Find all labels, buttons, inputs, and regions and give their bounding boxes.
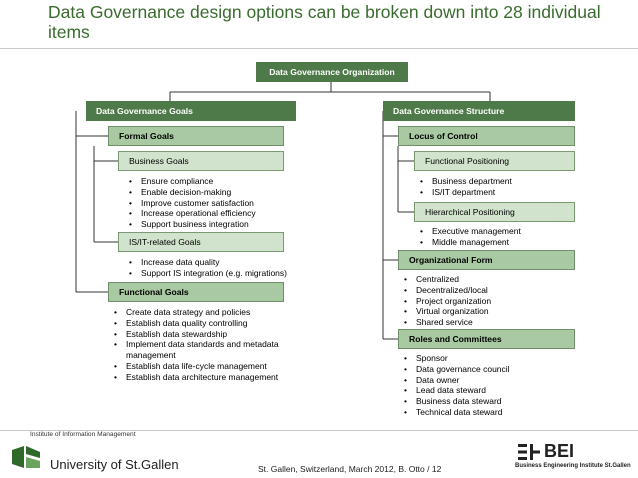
list-item: Virtual organization [402,306,572,317]
functional-goals-node: Functional Goals [108,282,284,302]
slide-credit: St. Gallen, Switzerland, March 2012, B. … [258,464,442,474]
business-goals-list: Ensure compliance Enable decision-making… [127,176,297,230]
list-item: Establish data life-cycle management [112,361,287,372]
structure-header: Data Governance Structure [383,101,575,121]
functional-positioning-node: Functional Positioning [414,151,575,171]
list-item: Establish data quality controlling [112,318,287,329]
list-item: Support IS integration (e.g. migrations) [127,268,307,279]
list-item: Enable decision-making [127,187,297,198]
list-item: Create data strategy and policies [112,307,287,318]
hierarchical-positioning-node: Hierarchical Positioning [414,202,575,222]
root-node: Data Governance Organization [256,62,408,82]
list-item: Establish data stewardship [112,329,287,340]
list-item: Business data steward [402,396,572,407]
roles-committees-node: Roles and Committees [398,329,575,349]
hierarchical-positioning-list: Executive management Middle management [418,226,568,248]
list-item: Data owner [402,375,572,386]
list-item: Executive management [418,226,568,237]
locus-of-control-node: Locus of Control [398,126,575,146]
title-divider [0,48,638,49]
business-goals-node: Business Goals [118,151,284,171]
bei-wordmark: BEI [544,441,575,461]
list-item: Sponsor [402,353,572,364]
organizational-form-list: Centralized Decentralized/local Project … [402,274,572,328]
page-title: Data Governance design options can be br… [48,2,601,42]
university-name: University of St.Gallen [50,457,179,472]
list-item: Increase data quality [127,257,307,268]
isit-goals-node: IS/IT-related Goals [118,232,284,252]
list-item: Technical data steward [402,407,572,418]
list-item: IS/IT department [418,187,568,198]
roles-committees-list: Sponsor Data governance council Data own… [402,353,572,418]
functional-positioning-list: Business department IS/IT department [418,176,568,198]
bei-logo-icon [518,444,540,460]
formal-goals-node: Formal Goals [108,126,284,146]
institute-name: Institute of Information Management [30,431,136,438]
list-item: Decentralized/local [402,285,572,296]
list-item: Implement data standards and metadata ma… [112,339,287,361]
list-item: Shared service [402,317,572,328]
footer-divider [0,430,638,431]
list-item: Support business integration [127,219,297,230]
list-item: Middle management [418,237,568,248]
list-item: Centralized [402,274,572,285]
list-item: Increase operational efficiency [127,208,297,219]
goals-header: Data Governance Goals [86,101,296,121]
list-item: Business department [418,176,568,187]
list-item: Data governance council [402,364,572,375]
list-item: Improve customer satisfaction [127,198,297,209]
university-logo-icon [12,446,40,468]
list-item: Ensure compliance [127,176,297,187]
list-item: Lead data steward [402,385,572,396]
bei-institute-name: Business Engineering Institute St.Gallen [515,463,631,469]
functional-goals-list: Create data strategy and policies Establ… [112,307,287,383]
isit-goals-list: Increase data quality Support IS integra… [127,257,307,279]
organizational-form-node: Organizational Form [398,250,575,270]
list-item: Project organization [402,296,572,307]
list-item: Establish data architecture management [112,372,287,383]
